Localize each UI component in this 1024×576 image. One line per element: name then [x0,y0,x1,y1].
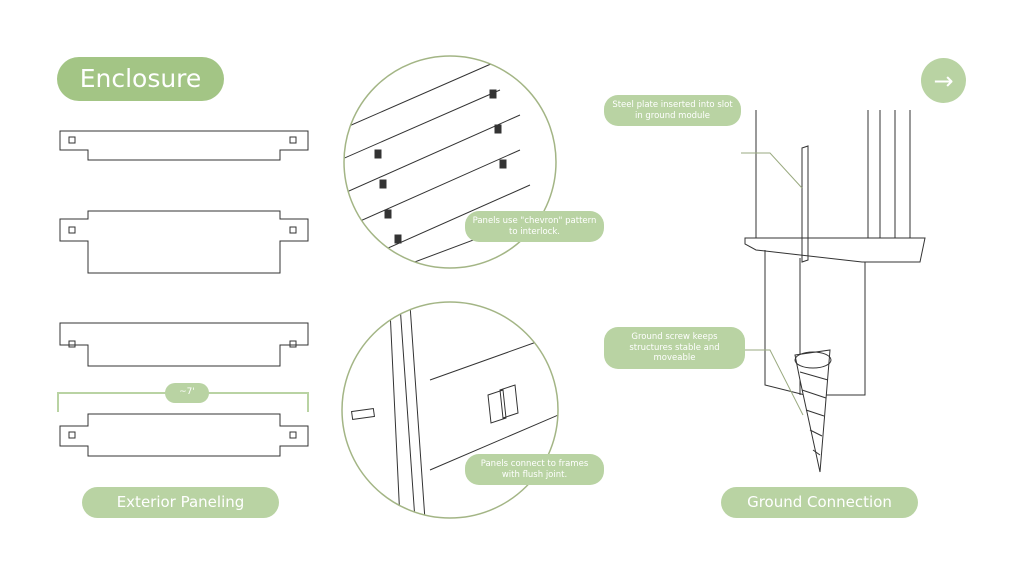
ground-connection-label: Ground Connection [721,487,918,518]
arrow-right-icon: → [933,66,954,95]
panel-4 [59,413,309,457]
post-drawing [741,110,926,473]
dimension-label: ~7' [165,383,209,403]
steel-plate-callout: Steel plate inserted into slot in ground… [604,95,741,126]
ground-screw-callout: Ground screw keeps structures stable and… [604,327,745,369]
exterior-paneling-label: Exterior Paneling [82,487,279,518]
flush-joint-callout: Panels connect to frames with flush join… [465,454,604,485]
chevron-detail [344,59,541,268]
panel-1 [59,130,309,161]
page-title: Enclosure [57,57,224,101]
panel-3 [59,322,309,367]
chevron-callout: Panels use "chevron" pattern to interloc… [465,211,604,242]
flush-joint-detail [350,304,558,518]
next-button[interactable]: → [921,58,966,103]
panel-2 [59,210,309,274]
